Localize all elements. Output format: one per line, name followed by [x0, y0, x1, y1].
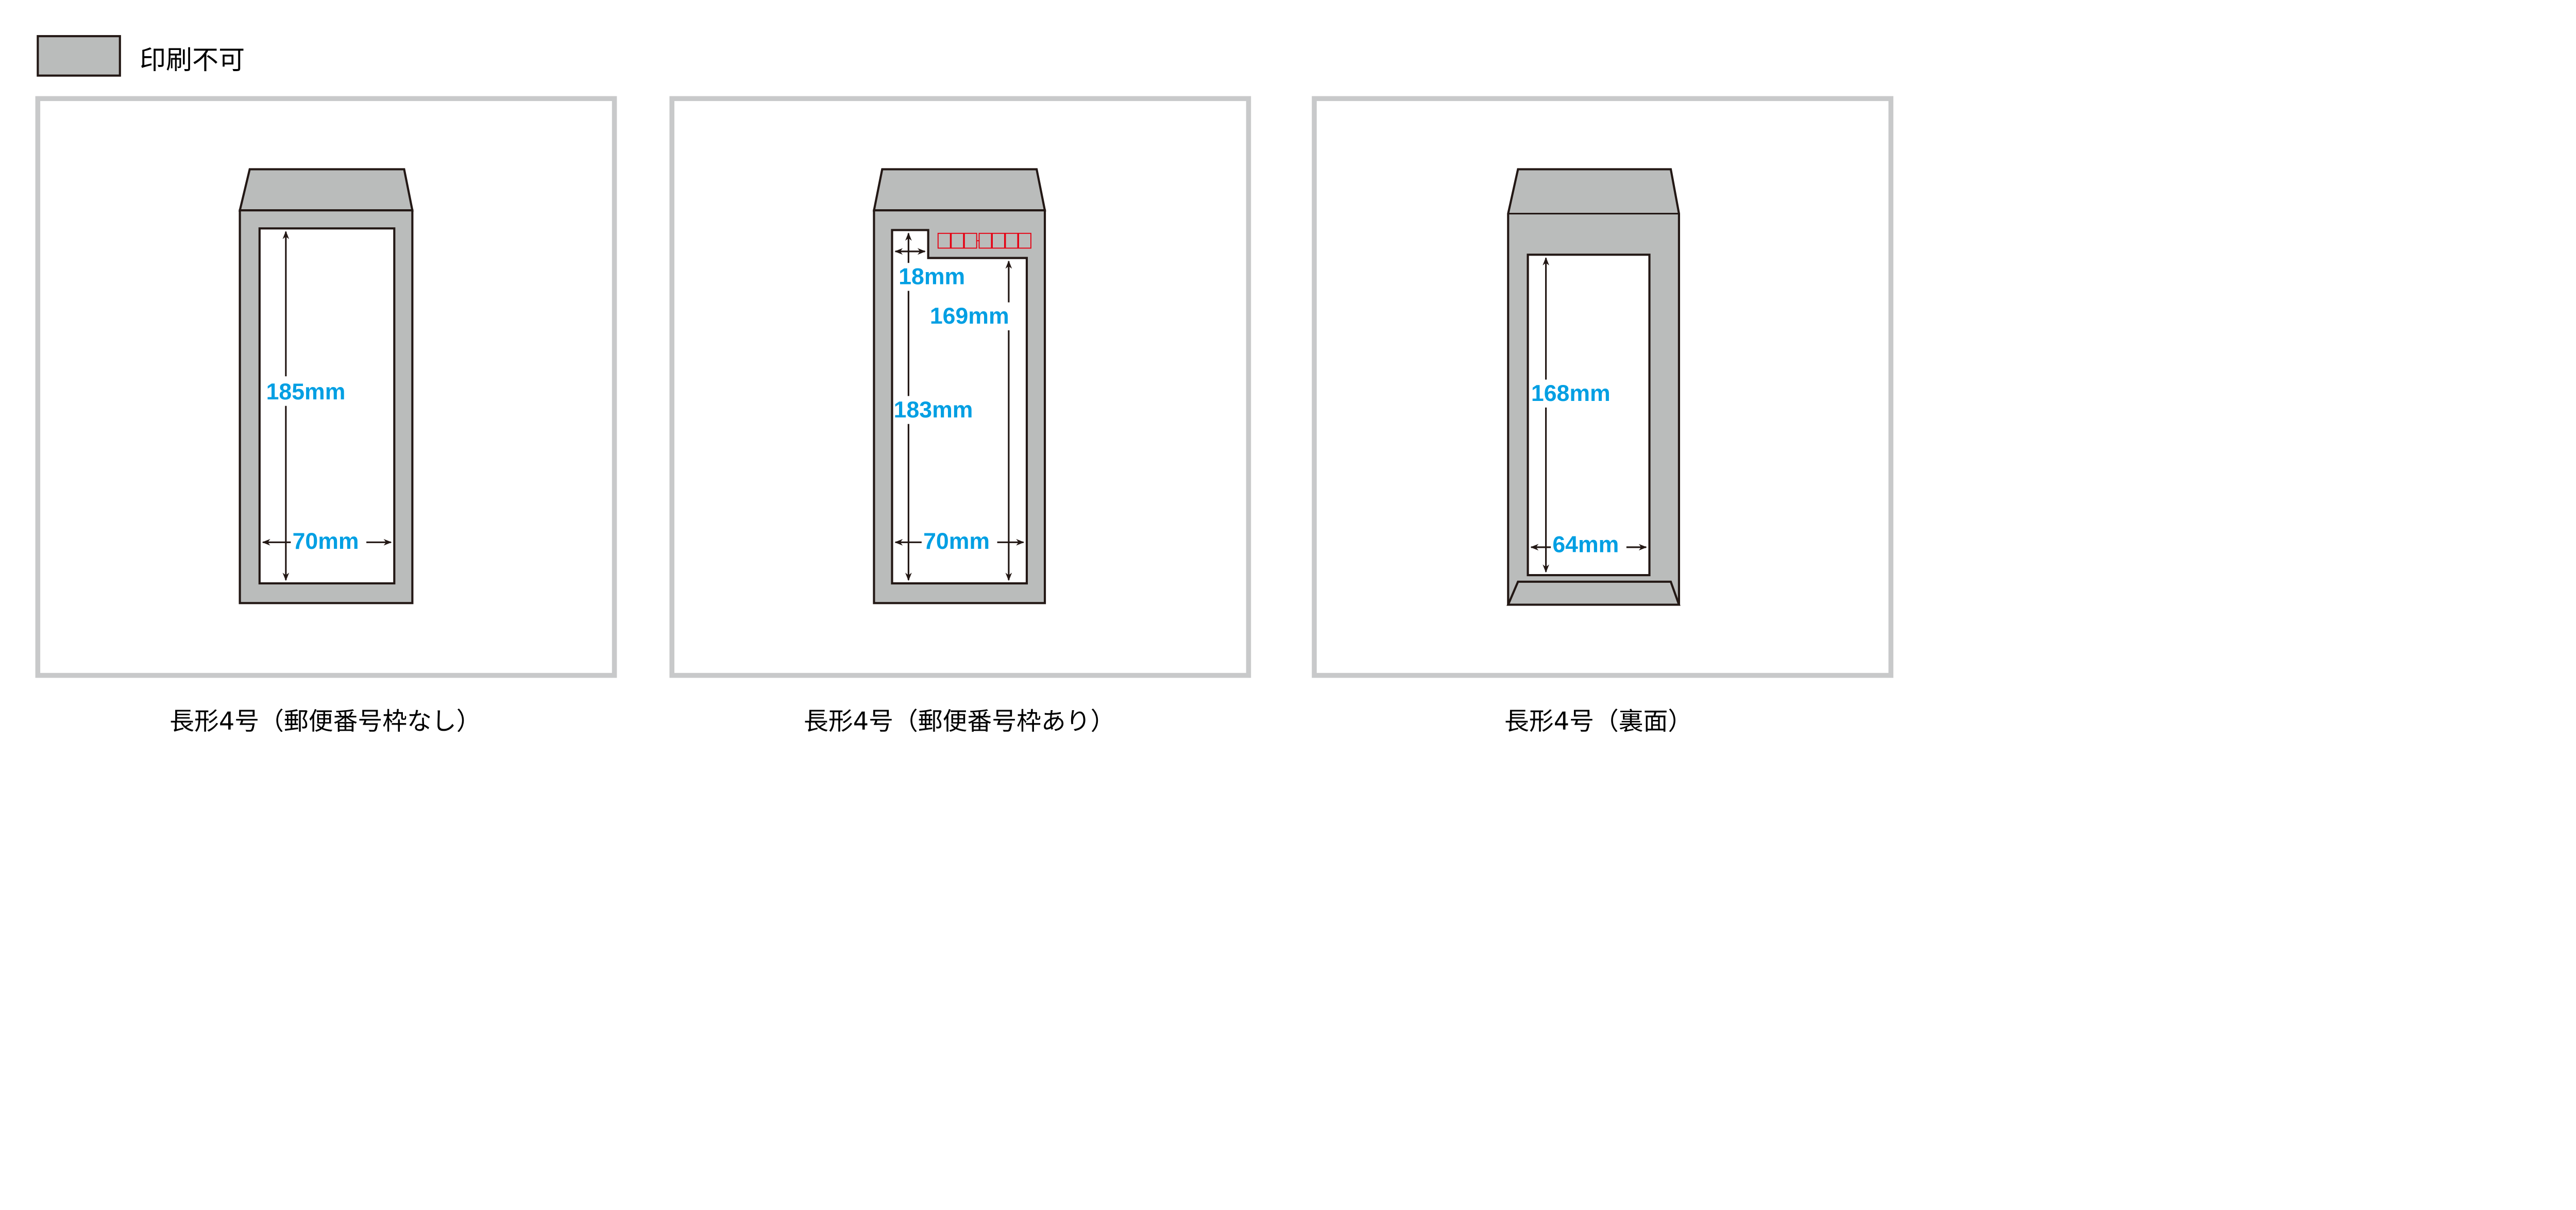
postal-box	[1005, 232, 1019, 249]
envelope-flap	[872, 168, 1046, 212]
label-background	[1551, 532, 1626, 559]
panel-no-postal-box: 185mm 70mm 長形4号（郵便番号枠なし）	[35, 96, 617, 736]
width-label: 70mm	[923, 529, 990, 554]
legend-label: 印刷不可	[140, 45, 245, 76]
label-background	[893, 396, 986, 424]
panel-caption: 長形4号（裏面）	[1504, 708, 1692, 736]
label-background	[1531, 379, 1623, 408]
postal-box	[992, 232, 1005, 249]
right-height-label: 169mm	[930, 304, 1009, 329]
top-label: 18mm	[899, 264, 965, 290]
label-background	[928, 302, 1014, 330]
postal-box	[937, 232, 951, 249]
label-background	[264, 376, 350, 406]
label-background	[897, 263, 973, 291]
postal-box	[978, 232, 992, 249]
postal-code-boxes	[937, 232, 1031, 249]
envelope-print-area-diagram: 印刷不可 185mm 70mm 長形4号（郵便番号枠なし）	[35, 35, 1894, 736]
panel-caption: 長形4号（郵便番号枠あり）	[804, 708, 1115, 736]
height-label: 185mm	[266, 379, 346, 405]
envelope-flap	[238, 168, 414, 212]
postal-box	[951, 232, 964, 249]
height-label: 168mm	[1531, 381, 1611, 406]
height-label: 183mm	[894, 397, 973, 423]
label-background	[291, 529, 367, 556]
non-printable-swatch	[37, 35, 121, 77]
bottom-flap	[1506, 580, 1681, 606]
width-label: 70mm	[293, 529, 359, 554]
width-label: 64mm	[1552, 532, 1619, 557]
postal-box	[1018, 232, 1031, 249]
panel-back-side: 168mm 64mm 長形4号（裏面）	[1312, 96, 1894, 736]
label-background	[921, 529, 997, 556]
panel-with-postal-box: 18mm 169mm 183mm 70mm 長形4号（郵便番号枠あり）	[669, 96, 1251, 736]
panel-caption: 長形4号（郵便番号枠なし）	[170, 708, 481, 736]
legend: 印刷不可	[37, 35, 245, 77]
